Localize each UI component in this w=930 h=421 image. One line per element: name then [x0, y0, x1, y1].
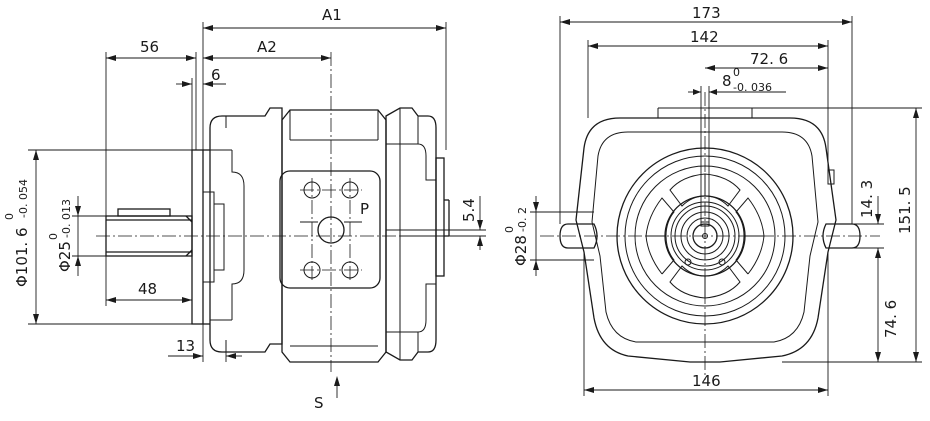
- label-56: 56: [140, 38, 159, 56]
- dim-6: 6: [176, 66, 226, 150]
- dim-56: 56: [105, 38, 197, 216]
- mounting-flange: [191, 149, 210, 325]
- dim-key-8: 8 0 -0. 036: [688, 66, 786, 222]
- front-view: 173 142 72. 6 8 0 -0. 03: [503, 4, 922, 396]
- dim-5-4: 5.4: [386, 196, 486, 250]
- front-housing-outline: [575, 117, 837, 363]
- label-dia-25-lower: -0. 013: [60, 199, 73, 238]
- drive-shaft: [105, 208, 193, 257]
- label-173: 173: [692, 4, 721, 22]
- mounting-slot-left: [559, 223, 598, 249]
- front-cover: [203, 107, 283, 353]
- label-48: 48: [138, 280, 157, 298]
- label-13: 13: [176, 337, 195, 355]
- label-key-8: 8: [722, 72, 732, 90]
- suction-arrow: [334, 376, 340, 398]
- dim-dia-101-6: Φ101. 6 0 -0. 054: [3, 149, 192, 325]
- label-5-4: 5.4: [460, 198, 478, 222]
- label-dia-25-upper: 0: [47, 233, 60, 240]
- label-dia-101-6-upper: 0: [3, 213, 16, 220]
- label-port-s: S: [314, 394, 324, 412]
- dim-48: 48: [105, 256, 193, 306]
- side-view: A1 A2 56 6: [3, 6, 486, 412]
- label-dia-28-upper: 0: [503, 226, 516, 233]
- label-72-6: 72. 6: [750, 50, 788, 68]
- dim-dia-28: Φ28 0 -0. 2: [503, 196, 594, 276]
- dim-14-3: 14. 3: [852, 180, 884, 262]
- label-key-8-upper: 0: [733, 66, 740, 79]
- label-a2: A2: [257, 38, 277, 56]
- label-146: 146: [692, 372, 721, 390]
- label-port-p: P: [360, 200, 369, 218]
- dim-173: 173: [559, 4, 853, 224]
- dim-146: 146: [583, 252, 829, 396]
- label-dia-28: Φ28: [512, 235, 530, 266]
- mounting-slot-right: [822, 223, 861, 249]
- label-a1: A1: [322, 6, 342, 24]
- label-key-8-lower: -0. 036: [733, 81, 772, 94]
- label-dia-101-6-lower: -0. 054: [17, 179, 30, 218]
- label-dia-101-6: Φ101. 6: [13, 227, 31, 287]
- dim-13: 13: [168, 324, 242, 362]
- label-6: 6: [211, 66, 221, 84]
- label-151-5: 151. 5: [896, 186, 914, 234]
- dim-a1: A1: [202, 6, 447, 150]
- dim-151-5: 151. 5: [752, 107, 922, 363]
- label-dia-25: Φ25: [56, 241, 74, 272]
- dim-142: 142: [587, 28, 829, 170]
- dim-a2: A2: [203, 38, 331, 61]
- rear-cover: [385, 107, 450, 361]
- label-dia-28-lower: -0. 2: [516, 207, 529, 232]
- dim-74-6: 74. 6: [875, 262, 900, 362]
- label-14-3: 14. 3: [858, 180, 876, 218]
- label-74-6: 74. 6: [882, 300, 900, 338]
- dim-72-6: 72. 6: [705, 50, 828, 71]
- dim-dia-25: Φ25 0 -0. 013: [47, 196, 106, 276]
- label-142: 142: [690, 28, 719, 46]
